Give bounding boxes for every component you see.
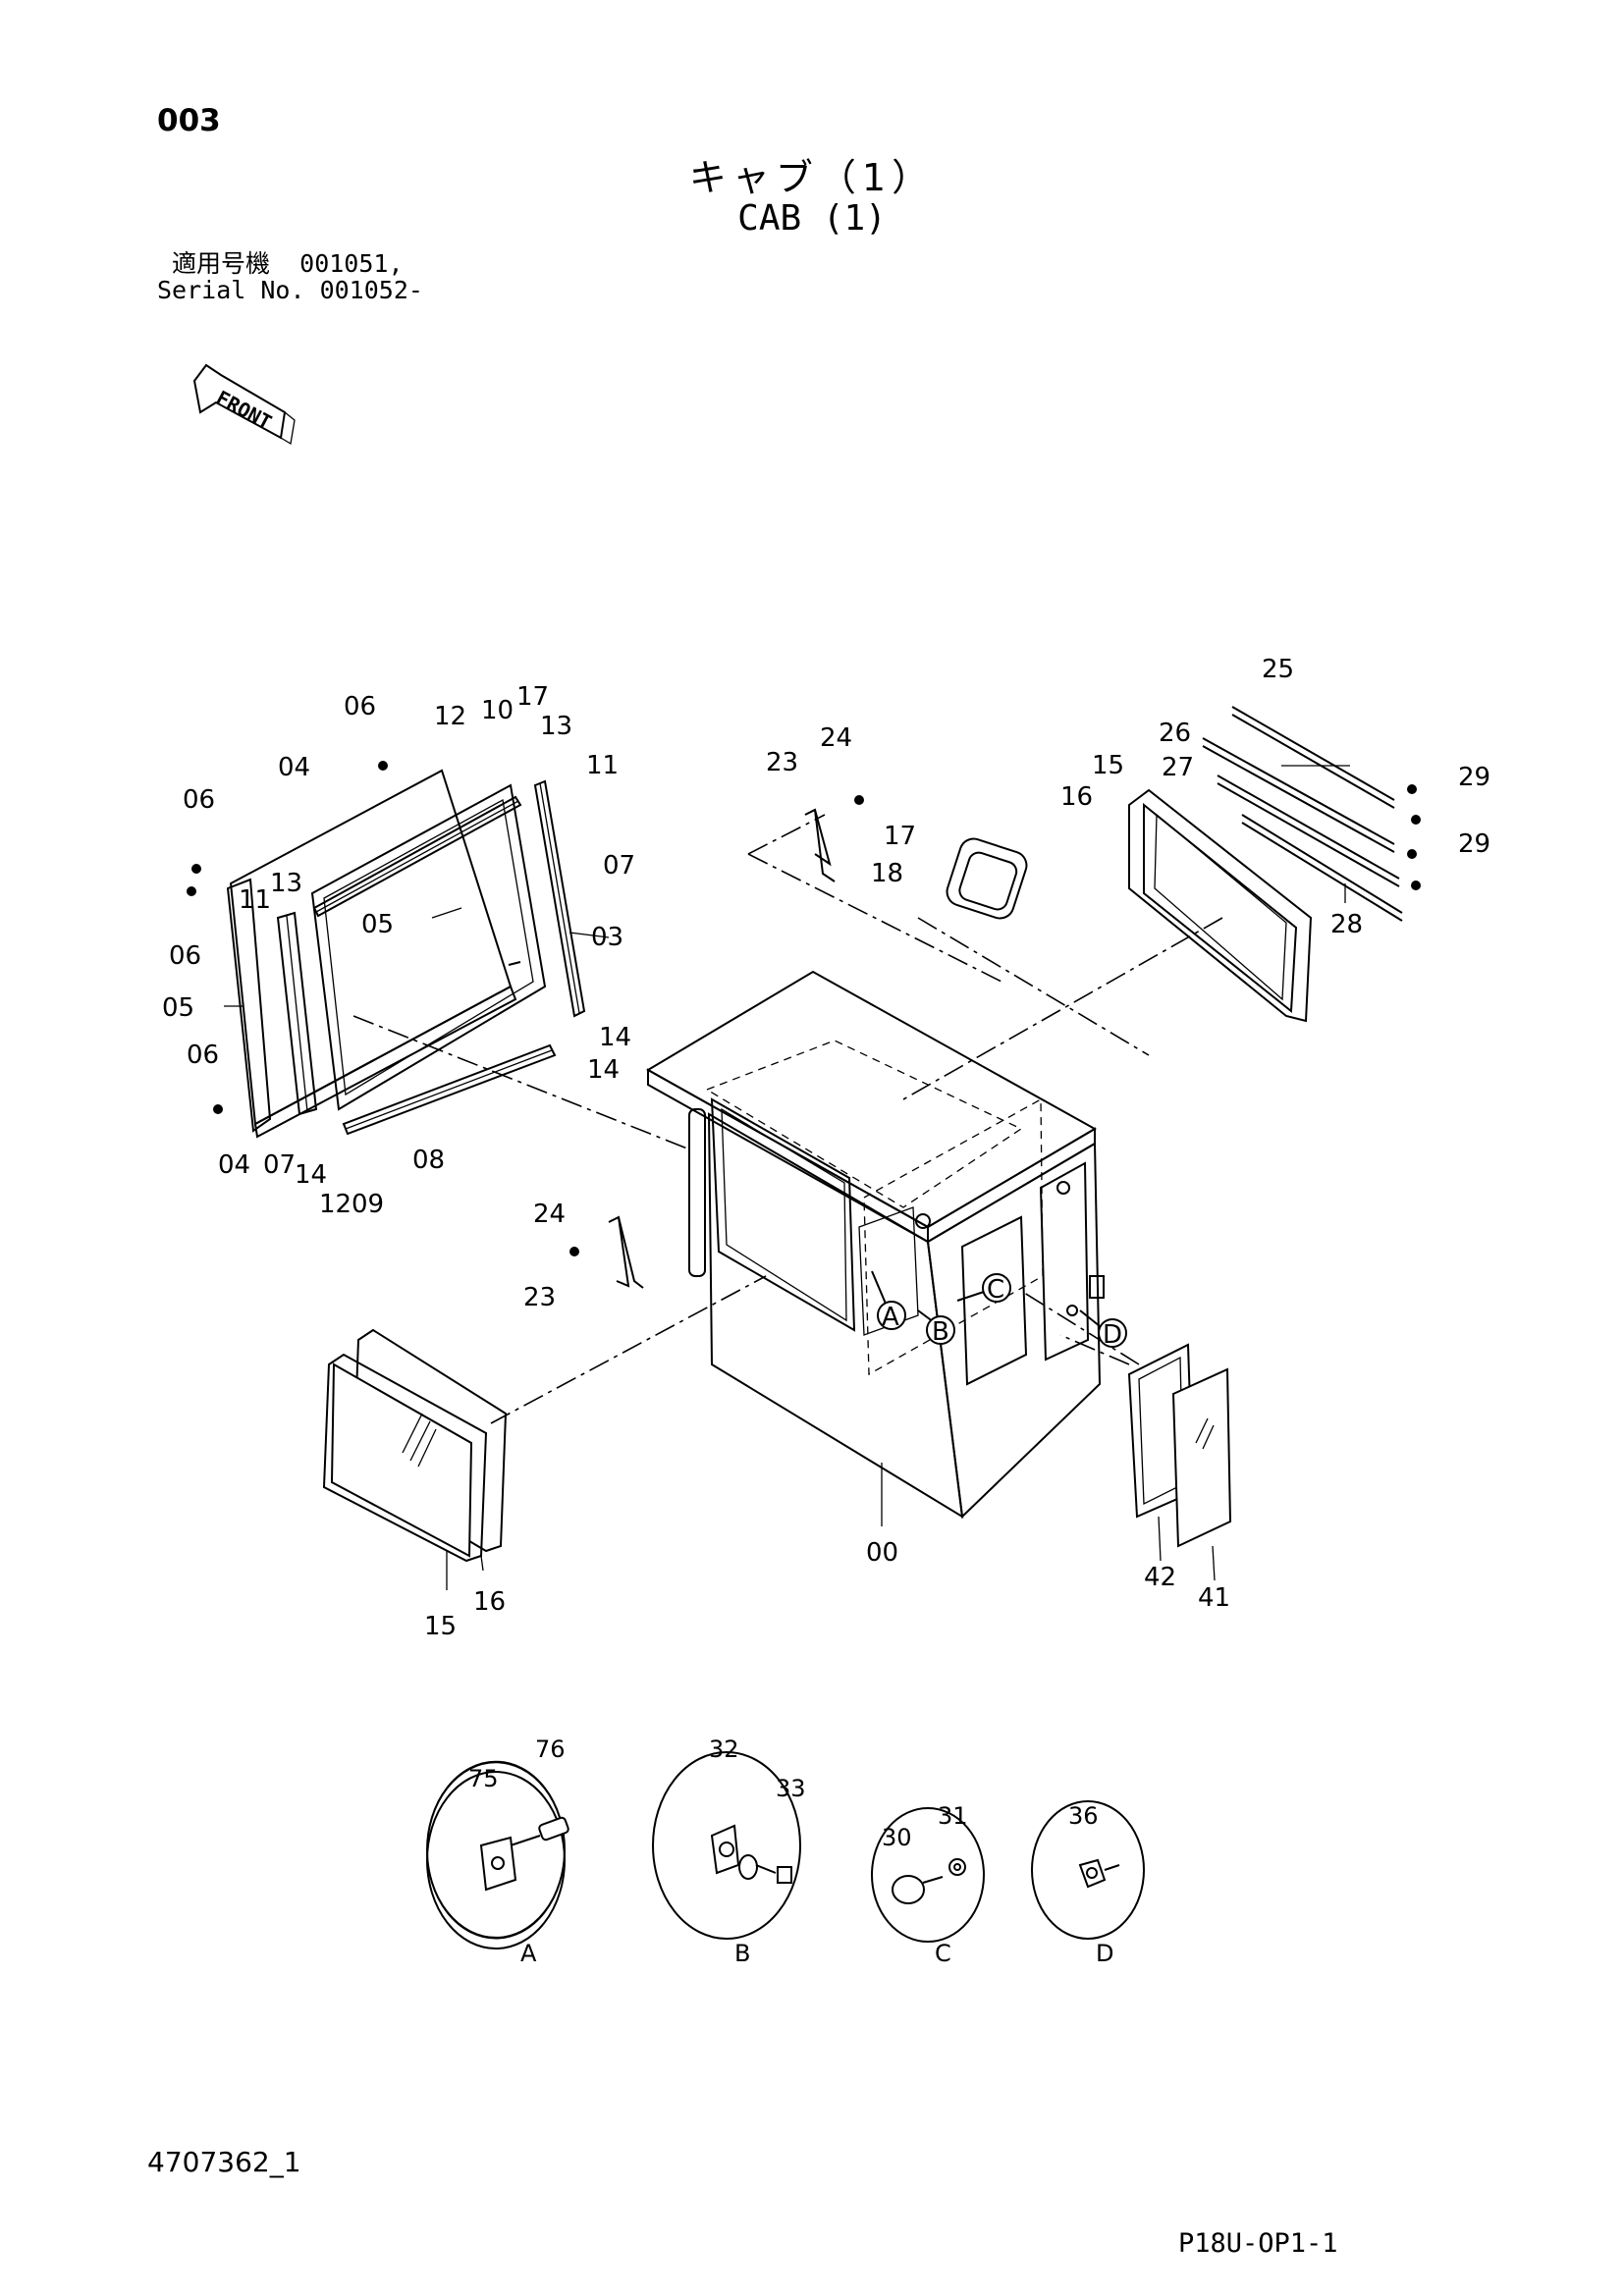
window-rods (1202, 706, 1421, 922)
detail-a-part-75: 75 (468, 1765, 499, 1792)
callout-23-lower: 23 (523, 1283, 556, 1312)
callout-41: 41 (1198, 1583, 1230, 1613)
page-reference: P18U-OP1-1 (1178, 2228, 1338, 2259)
callout-18: 18 (871, 859, 903, 888)
callout-13-top: 13 (540, 712, 572, 741)
callout-24-upper: 24 (820, 723, 852, 753)
callout-27: 27 (1162, 753, 1194, 782)
detail-c-label: C (935, 1940, 951, 1967)
assembly-leader-lines (352, 814, 1223, 1424)
callout-06-mid: 06 (169, 941, 201, 971)
callout-16-left: 16 (473, 1587, 506, 1617)
callout-09: 09 (352, 1190, 384, 1219)
detail-reference-markers: A B C D (871, 1270, 1127, 1350)
detail-c-part-30: 30 (882, 1824, 912, 1851)
callout-06-top: 06 (344, 692, 376, 721)
callout-07-left: 07 (263, 1150, 296, 1180)
callout-14-left: 14 (295, 1160, 327, 1190)
detail-marker-a-label: A (882, 1303, 899, 1332)
small-window-lower-right (1127, 1343, 1232, 1548)
callout-12-top: 12 (434, 702, 466, 731)
callout-14-right-lower: 14 (587, 1055, 620, 1085)
serial-line-japanese: 適用号機 001051, (157, 249, 404, 278)
detail-a: 75 76 A (426, 1735, 569, 1967)
detail-marker-b-label: B (932, 1317, 949, 1347)
page-title-english: CAB (1) (737, 198, 887, 239)
callout-29-lower: 29 (1458, 829, 1490, 859)
callout-24-lower: 24 (533, 1200, 566, 1229)
front-direction-arrow: FRONT (192, 363, 296, 446)
callout-05-outer: 05 (162, 993, 194, 1023)
callout-15-left: 15 (424, 1612, 457, 1641)
grab-handles (569, 795, 864, 1289)
callout-04-top: 04 (278, 753, 310, 782)
detail-marker-a (877, 1301, 906, 1330)
callout-04-bottom: 04 (218, 1150, 250, 1180)
detail-d: 36 D (1031, 1800, 1145, 1967)
callout-14-right-upper: 14 (599, 1023, 631, 1052)
callout-15-right: 15 (1092, 751, 1124, 780)
detail-b-label: B (734, 1940, 750, 1967)
detail-c: 30 31 C (871, 1802, 985, 1967)
callout-16-right: 16 (1060, 782, 1093, 812)
front-window-lower-left (322, 1328, 508, 1563)
callout-17-roof: 17 (884, 822, 916, 851)
document-id: 4707362_1 (147, 2146, 301, 2178)
detail-marker-c (982, 1273, 1011, 1303)
detail-marker-d-label: D (1103, 1320, 1122, 1350)
detail-a-part-76: 76 (535, 1735, 566, 1763)
detail-a-label: A (520, 1940, 537, 1967)
callout-23-upper: 23 (766, 748, 798, 777)
detail-b: 32 33 B (652, 1735, 806, 1967)
rear-window-frame-assembly (187, 761, 586, 1139)
detail-d-part-36: 36 (1068, 1802, 1099, 1830)
cab-body (646, 970, 1105, 1520)
callout-12-bottom: 12 (319, 1190, 352, 1219)
callout-17-left: 17 (516, 682, 549, 712)
roof-hatch-window (946, 837, 1028, 920)
callout-03: 03 (591, 923, 623, 952)
detail-b-part-32: 32 (709, 1735, 739, 1763)
detail-d-label: D (1096, 1940, 1113, 1967)
callout-07-right: 07 (603, 851, 635, 881)
callout-11-left: 11 (239, 885, 271, 915)
serial-line-english: Serial No. 001052- (157, 276, 423, 304)
callout-11-top: 11 (586, 751, 619, 780)
callout-10: 10 (481, 696, 514, 725)
detail-marker-b (926, 1315, 955, 1345)
callout-25: 25 (1262, 655, 1294, 684)
callout-06-bottom: 06 (187, 1041, 219, 1070)
part-callouts: 25 26 27 29 29 28 15 16 24 23 17 18 06 1… (162, 655, 1490, 1641)
page-title-japanese: キャブ（1） (688, 156, 936, 199)
side-window-right (1128, 788, 1313, 1023)
detail-b-part-33: 33 (776, 1775, 806, 1802)
detail-marker-c-label: C (987, 1275, 1004, 1305)
callout-08: 08 (412, 1146, 445, 1175)
callout-26: 26 (1159, 719, 1191, 748)
callout-05-inner: 05 (361, 910, 394, 939)
serial-applicability: 適用号機 001051, Serial No. 001052- (157, 250, 423, 303)
detail-c-part-31: 31 (938, 1802, 968, 1830)
callout-29-upper: 29 (1458, 763, 1490, 792)
callout-28: 28 (1330, 910, 1363, 939)
detail-marker-d (1098, 1318, 1127, 1348)
callout-42: 42 (1144, 1563, 1176, 1592)
page-code: 003 (157, 103, 221, 138)
callout-06-left: 06 (183, 785, 215, 815)
callout-leaders (224, 765, 1350, 1590)
callout-13-left: 13 (270, 869, 302, 898)
callout-00: 00 (866, 1538, 898, 1568)
